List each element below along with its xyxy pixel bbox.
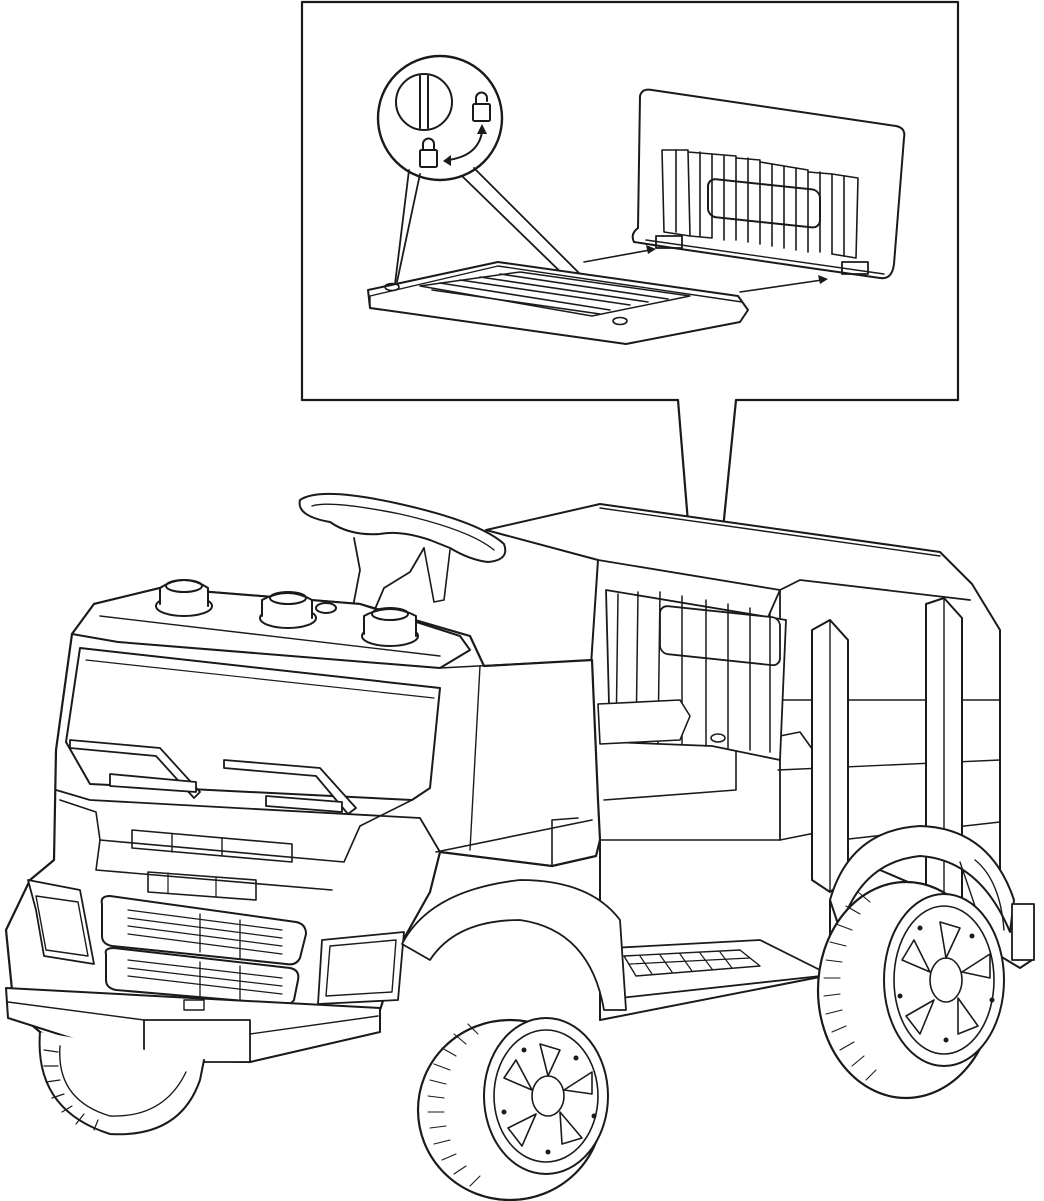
wheel-front-left: [38, 1031, 205, 1136]
hub-spokes-rear: [901, 921, 991, 1035]
wiper-left: [69, 739, 201, 799]
screw-head-icon: [395, 73, 453, 131]
steering-wheel: [298, 492, 507, 617]
hub-spokes-front: [503, 1043, 593, 1147]
screw-hole-right: [612, 316, 628, 326]
assembly-arrows: [583, 245, 828, 293]
front-grille: [100, 895, 307, 1006]
seat-backrest: [631, 88, 906, 280]
padlock-closed-icon: [419, 137, 438, 168]
backrest-ribs: [661, 149, 859, 259]
screw-hole-left: [384, 282, 400, 292]
ride-on-truck: [4, 492, 1035, 1201]
seat-cushion: [367, 261, 749, 345]
leader-line: [394, 169, 410, 285]
roof-light-2: [259, 591, 317, 629]
backrest-tab-left: [655, 235, 683, 249]
backrest-tab-right: [841, 261, 869, 275]
curved-arrow-icon: [443, 124, 487, 166]
rear-fender: [829, 825, 1015, 933]
lock-detail-magnifier: [376, 54, 627, 323]
rear-bumper: [1011, 903, 1035, 961]
headlight-strip: [131, 829, 293, 863]
front-fender: [401, 879, 627, 1011]
roof-light-1: [155, 579, 213, 617]
truck-cab: [4, 579, 627, 1064]
wheel-rear-right: [816, 880, 1005, 1100]
installed-seat: [597, 589, 787, 761]
wheel-front-right: [416, 1017, 609, 1201]
roof-light-3: [361, 607, 419, 647]
padlock-open-icon: [472, 91, 491, 122]
magnifier-circle: [376, 54, 504, 182]
headlight-right: [317, 931, 405, 1005]
